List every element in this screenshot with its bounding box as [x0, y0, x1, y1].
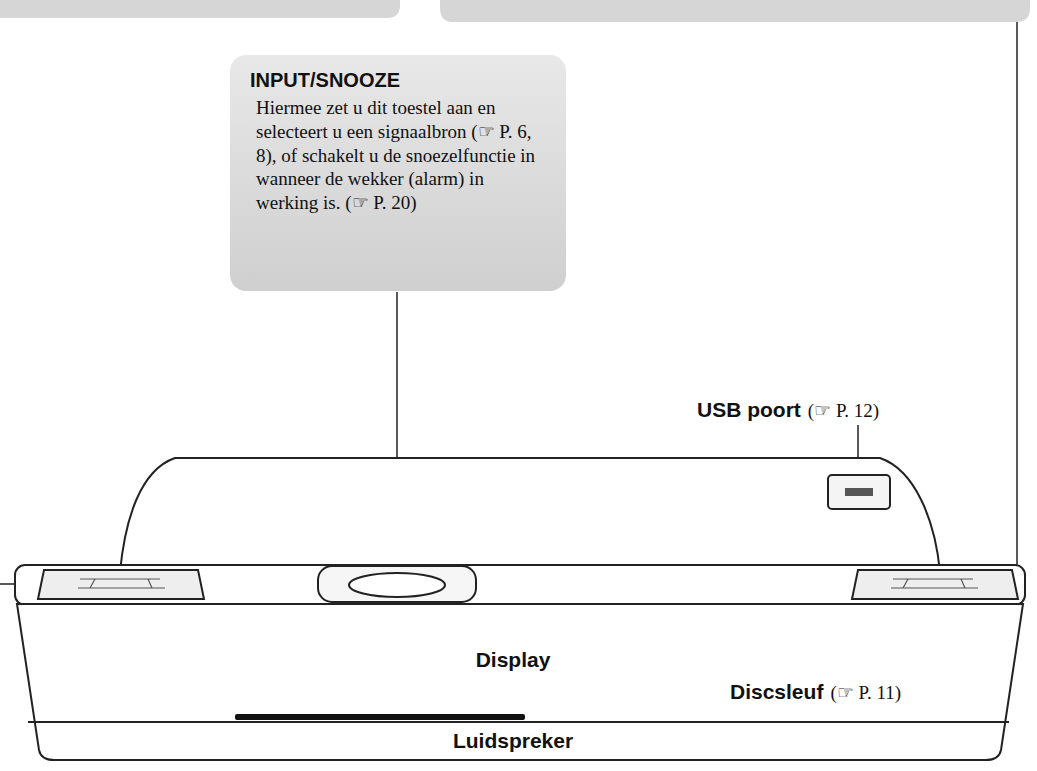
- top-face: [15, 565, 1025, 605]
- front-face: [17, 604, 1023, 760]
- cut-callout-box: [440, 0, 1030, 22]
- part-name: USB poort: [697, 398, 801, 422]
- button-ridge: [78, 579, 165, 588]
- usb-port: [828, 475, 890, 509]
- cut-callout-box: [0, 0, 400, 18]
- divider: [28, 721, 1009, 723]
- callout-body: Hiermee zet u dit toestel aan en selecte…: [256, 96, 548, 215]
- part-name: Discsleuf: [730, 680, 823, 704]
- button-ridge: [891, 579, 978, 588]
- part-name: Luidspreker: [453, 729, 573, 753]
- usb-slot: [845, 488, 873, 496]
- callout-box: INPUT/SNOOZE Hiermee zet u dit toestel aa…: [230, 55, 566, 291]
- page-reference: (☞ P. 12): [808, 399, 879, 422]
- button: [38, 570, 204, 599]
- button-base: [318, 566, 476, 602]
- leader-line: [1016, 22, 1018, 578]
- page-reference: (☞ P. 11): [830, 681, 901, 704]
- callout-title: INPUT/SNOOZE: [250, 69, 548, 92]
- disc-slot: [235, 714, 525, 720]
- part-name: Display: [476, 648, 551, 672]
- input-snooze-button: [349, 573, 445, 597]
- button: [852, 570, 1018, 599]
- back-panel: [120, 458, 940, 572]
